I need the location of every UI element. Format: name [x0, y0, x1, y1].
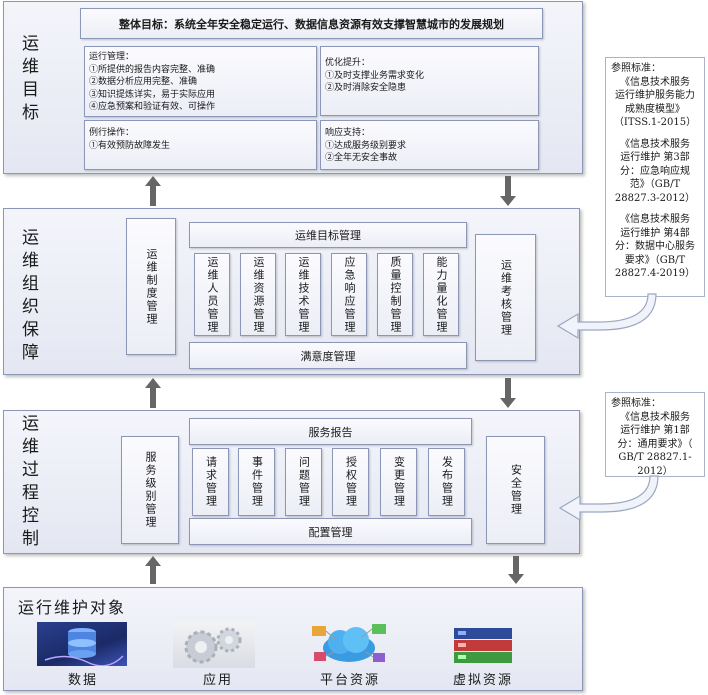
- service-level-box: 服务级别管理: [121, 436, 179, 544]
- optimize-title: 优化提升：: [325, 58, 371, 68]
- reference-line: 《信息技术服务: [620, 411, 690, 423]
- routine-item: ①有效预防故障发生: [89, 140, 171, 151]
- cloud-platform-icon: [310, 620, 388, 668]
- server-stack-icon: [448, 624, 518, 668]
- response-title: 响应支持：: [325, 128, 371, 138]
- down-arrow-icon: [500, 176, 516, 206]
- curved-arrow-icon: [556, 293, 657, 340]
- reference-line: 《信息技术服务: [620, 138, 690, 150]
- reference-line: 分：通用要求》（: [617, 438, 693, 450]
- goal-section-label: 运维目标: [18, 34, 38, 126]
- ops-goal-mgmt-bar: 运维目标管理: [189, 222, 467, 248]
- optimize-box: 优化提升： ①及时支撑业务需求变化 ②及时消除安全隐患: [320, 46, 539, 116]
- ops-mgmt-title: 运行管理：: [89, 52, 135, 62]
- up-arrow-icon: [145, 378, 161, 408]
- org-column: 应急响应管理: [331, 253, 367, 336]
- ops-mgmt-item: ④应急预案和验证有效、可操作: [89, 102, 216, 112]
- object-label: 数据: [68, 673, 99, 688]
- reference-line: 《信息技术服务: [620, 76, 690, 88]
- routine-box: 例行操作： ①有效预防故障发生: [84, 120, 317, 170]
- object-label: 平台资源: [320, 673, 381, 688]
- response-box: 响应支持： ①达成服务级别要求 ②全年无安全事故: [320, 120, 539, 170]
- response-item: ①达成服务级别要求: [325, 140, 407, 151]
- security-mgmt-box: 安全管理: [486, 436, 545, 544]
- process-column: 发布管理: [428, 448, 465, 516]
- reference-line: 要求》（GB/T: [624, 254, 686, 266]
- org-column: 运维人员管理: [194, 253, 230, 336]
- org-section-label: 运维组织保障: [18, 228, 38, 366]
- ops-mgmt-box: 运行管理： ①所提供的报告内容完整、准确 ②数据分析应用完整、准确 ③知识提炼详…: [84, 46, 317, 117]
- object-label: 应用: [203, 673, 234, 688]
- org-column: 运维资源管理: [240, 253, 276, 336]
- reference-standards-2: 参照标准： 《信息技术服务 运行维护 第1部 分：通用要求》（ GB/T 288…: [605, 392, 705, 477]
- org-column: 运维技术管理: [285, 253, 321, 336]
- reference-line: （ITSS.1-2015）: [613, 117, 697, 128]
- reference-line: 运行维护 第3部: [620, 152, 690, 163]
- reference-line: 28827.3-2012）: [614, 192, 696, 204]
- reference-line: 运行维护 第1部: [620, 425, 690, 436]
- overall-goal-banner: 整体目标：系统全年安全稳定运行、数据信息资源有效支撑智慧城市的发展规划: [80, 8, 543, 39]
- process-column: 事件管理: [238, 448, 275, 516]
- org-column: 能力量化管理: [423, 253, 459, 336]
- process-column: 问题管理: [285, 448, 322, 516]
- down-arrow-icon: [508, 556, 524, 584]
- optimize-item: ②及时消除安全隐患: [325, 83, 407, 93]
- reference-line: 分：应急响应规: [620, 165, 690, 177]
- reference-line: 28827.4-2019）: [614, 268, 696, 279]
- ops-mgmt-item: ②数据分析应用完整、准确: [89, 77, 198, 87]
- satisfaction-mgmt-bar: 满意度管理: [189, 342, 467, 369]
- service-report-label: 服务报告: [308, 425, 353, 439]
- process-column: 请求管理: [192, 448, 229, 516]
- optimize-item: ①及时支撑业务需求变化: [325, 70, 425, 81]
- up-arrow-icon: [145, 556, 161, 584]
- curved-arrow-icon: [558, 475, 659, 522]
- reference-line: 《信息技术服务: [620, 214, 690, 225]
- objects-section-title: 运行维护对象: [18, 598, 127, 617]
- config-mgmt-bar: 配置管理: [189, 518, 472, 545]
- process-column: 授权管理: [332, 448, 369, 516]
- reference-line: 范》（GB/T: [629, 179, 681, 190]
- org-column: 质量控制管理: [377, 253, 413, 336]
- config-mgmt-label: 配置管理: [308, 525, 353, 539]
- reference-line: 分：数据中心服务: [615, 241, 695, 252]
- reference-title: 参照标准：: [611, 398, 661, 409]
- reference-line: GB/T 28827.1-: [618, 452, 692, 463]
- database-icon: [37, 622, 127, 667]
- overall-goal-text: 整体目标：系统全年安全稳定运行、数据信息资源有效支撑智慧城市的发展规划: [119, 17, 504, 31]
- reference-title: 参照标准：: [611, 63, 661, 74]
- service-report-bar: 服务报告: [189, 418, 472, 445]
- object-label: 虚拟资源: [453, 673, 514, 688]
- satisfaction-mgmt-label: 满意度管理: [300, 349, 356, 363]
- reference-standards-1: 参照标准： 《信息技术服务 运行维护服务能力 成熟度模型》 （ITSS.1-20…: [605, 57, 705, 297]
- ops-assessment-box: 运维考核管理: [475, 234, 536, 361]
- ops-policy-box: 运维制度管理: [126, 218, 176, 355]
- reference-line: 2012）: [637, 465, 673, 477]
- process-section-label: 运维过程控制: [18, 414, 38, 552]
- down-arrow-icon: [500, 378, 516, 408]
- routine-title: 例行操作：: [89, 128, 135, 138]
- up-arrow-icon: [145, 176, 161, 206]
- process-column: 变更管理: [380, 448, 417, 516]
- ops-mgmt-item: ①所提供的报告内容完整、准确: [89, 64, 216, 75]
- ops-mgmt-item: ③知识提炼详实，易于实际应用: [89, 89, 216, 100]
- gears-icon: [173, 622, 255, 668]
- reference-line: 运行维护 第4部: [620, 227, 690, 239]
- response-item: ②全年无安全事故: [325, 153, 398, 163]
- ops-goal-mgmt-label: 运维目标管理: [295, 229, 361, 242]
- reference-line: 运行维护服务能力: [615, 90, 695, 101]
- reference-line: 成熟度模型》: [625, 103, 685, 115]
